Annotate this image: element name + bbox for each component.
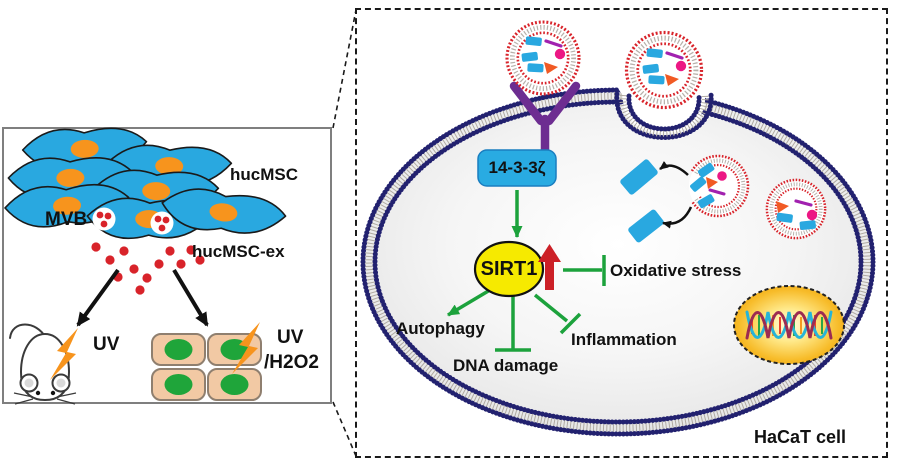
uv-mouse-label: UV bbox=[93, 334, 120, 355]
dna-helix-icon bbox=[745, 310, 833, 340]
protein-box-label: 14-3-3ζ bbox=[488, 158, 546, 177]
sirt1-ellipse bbox=[473, 240, 545, 298]
dna-damage-label: DNA damage bbox=[453, 356, 559, 375]
sirt1-label: SIRT1 bbox=[480, 257, 538, 280]
nucleus-icon bbox=[733, 285, 845, 365]
uv-grid-label: UV bbox=[277, 327, 304, 348]
treatment-arrow-mouse bbox=[76, 268, 120, 327]
released-cargo bbox=[620, 159, 664, 243]
membrane-outer-leaflet bbox=[360, 87, 876, 437]
release-arrow-top bbox=[659, 161, 689, 176]
release-arrow-bottom bbox=[662, 206, 693, 229]
autophagy-label: Autophagy bbox=[396, 319, 485, 338]
callout-line-bottom bbox=[332, 401, 357, 457]
exosome-docked-icon bbox=[507, 22, 579, 94]
inhibit-oxidative-stress bbox=[563, 255, 606, 286]
hucmsc-ex-label: hucMSC-ex bbox=[192, 242, 285, 261]
exosome-internalized-icon bbox=[764, 177, 828, 241]
exosome-releasing-icon bbox=[689, 154, 750, 218]
inflammation-label: Inflammation bbox=[571, 330, 677, 349]
inhibit-inflammation bbox=[533, 293, 582, 335]
arrow-to-autophagy bbox=[447, 288, 491, 317]
mouse-icon bbox=[9, 323, 77, 405]
h2o2-label: /H2O2 bbox=[264, 352, 319, 373]
sirt1-up-arrow bbox=[538, 244, 561, 290]
treatment-arrow-cells bbox=[172, 268, 209, 327]
callout-line-top bbox=[332, 9, 357, 129]
secreted-exosome-dots bbox=[91, 242, 205, 295]
mvb-vesicles bbox=[92, 207, 174, 235]
mvb-label: MVB bbox=[45, 209, 88, 230]
exosome-endocytosis-icon bbox=[627, 33, 702, 108]
hucmsc-label: hucMSC bbox=[230, 165, 298, 184]
hacat-cell-label: HaCaT cell bbox=[754, 427, 847, 447]
callout-lines bbox=[332, 9, 357, 457]
inhibit-dna-damage bbox=[495, 296, 531, 352]
exosome-cargo bbox=[690, 162, 727, 209]
signaling-arrows bbox=[447, 190, 606, 352]
protein-box bbox=[477, 149, 557, 187]
oxidative-stress-label: Oxidative stress bbox=[610, 261, 742, 280]
exosome-cargo bbox=[776, 199, 818, 230]
